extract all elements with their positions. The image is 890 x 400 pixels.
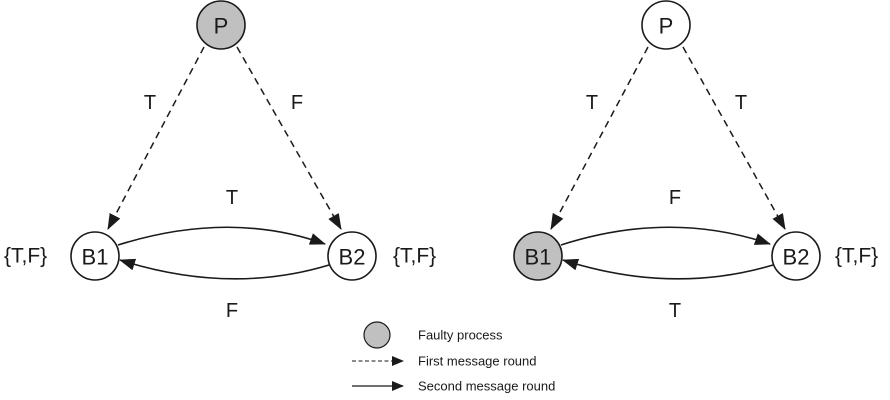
- edge-label-b1-b2: F: [669, 187, 681, 209]
- edge-label-p-b1: T: [586, 92, 598, 114]
- node-p-label: P: [214, 14, 229, 39]
- node-p: [641, 0, 691, 50]
- node-b2-label: B2: [339, 245, 366, 270]
- edge-label-b1-b2: T: [226, 187, 238, 209]
- node-b1: [70, 231, 120, 281]
- legend-faulty-icon: [363, 321, 391, 349]
- edge-p-b1: [107, 46, 205, 230]
- diagram-left: P B1 B2 T F T F {T,F} {T,F}: [4, 0, 436, 322]
- set-label-b2: {T,F}: [835, 245, 878, 268]
- node-b2: [327, 231, 377, 281]
- set-label-b2: {T,F}: [393, 245, 436, 268]
- edge-label-p-b2: F: [291, 92, 303, 114]
- edge-b2-b1: [562, 258, 774, 280]
- legend-first-round-label: First message round: [418, 354, 537, 369]
- set-label-b1: {T,F}: [4, 245, 47, 268]
- edge-b1-b2: [560, 226, 771, 246]
- legend-faulty-label: Faulty process: [418, 328, 503, 343]
- node-p-faulty: [196, 0, 246, 50]
- edge-b1-b2: [117, 226, 326, 246]
- node-b1-faulty: [513, 231, 563, 281]
- node-b2-label: B2: [783, 245, 810, 270]
- diagram-right: P B1 B2 T T F T {T,F}: [513, 0, 878, 322]
- edge-label-b2-b1: F: [226, 300, 238, 322]
- edge-b2-b1: [119, 258, 330, 280]
- node-b1-label: B1: [525, 245, 552, 270]
- edge-label-b2-b1: T: [669, 300, 681, 322]
- edge-label-p-b2: T: [735, 92, 747, 114]
- edge-p-b2: [236, 46, 342, 230]
- node-b2: [771, 231, 821, 281]
- legend-second-round-label: Second message round: [418, 379, 555, 394]
- edge-p-b2: [682, 46, 786, 230]
- node-p-label: P: [659, 14, 674, 39]
- edge-label-p-b1: T: [144, 92, 156, 114]
- edge-p-b1: [550, 46, 649, 230]
- legend: Faulty process First message round Secon…: [352, 321, 555, 394]
- node-b1-label: B1: [82, 245, 109, 270]
